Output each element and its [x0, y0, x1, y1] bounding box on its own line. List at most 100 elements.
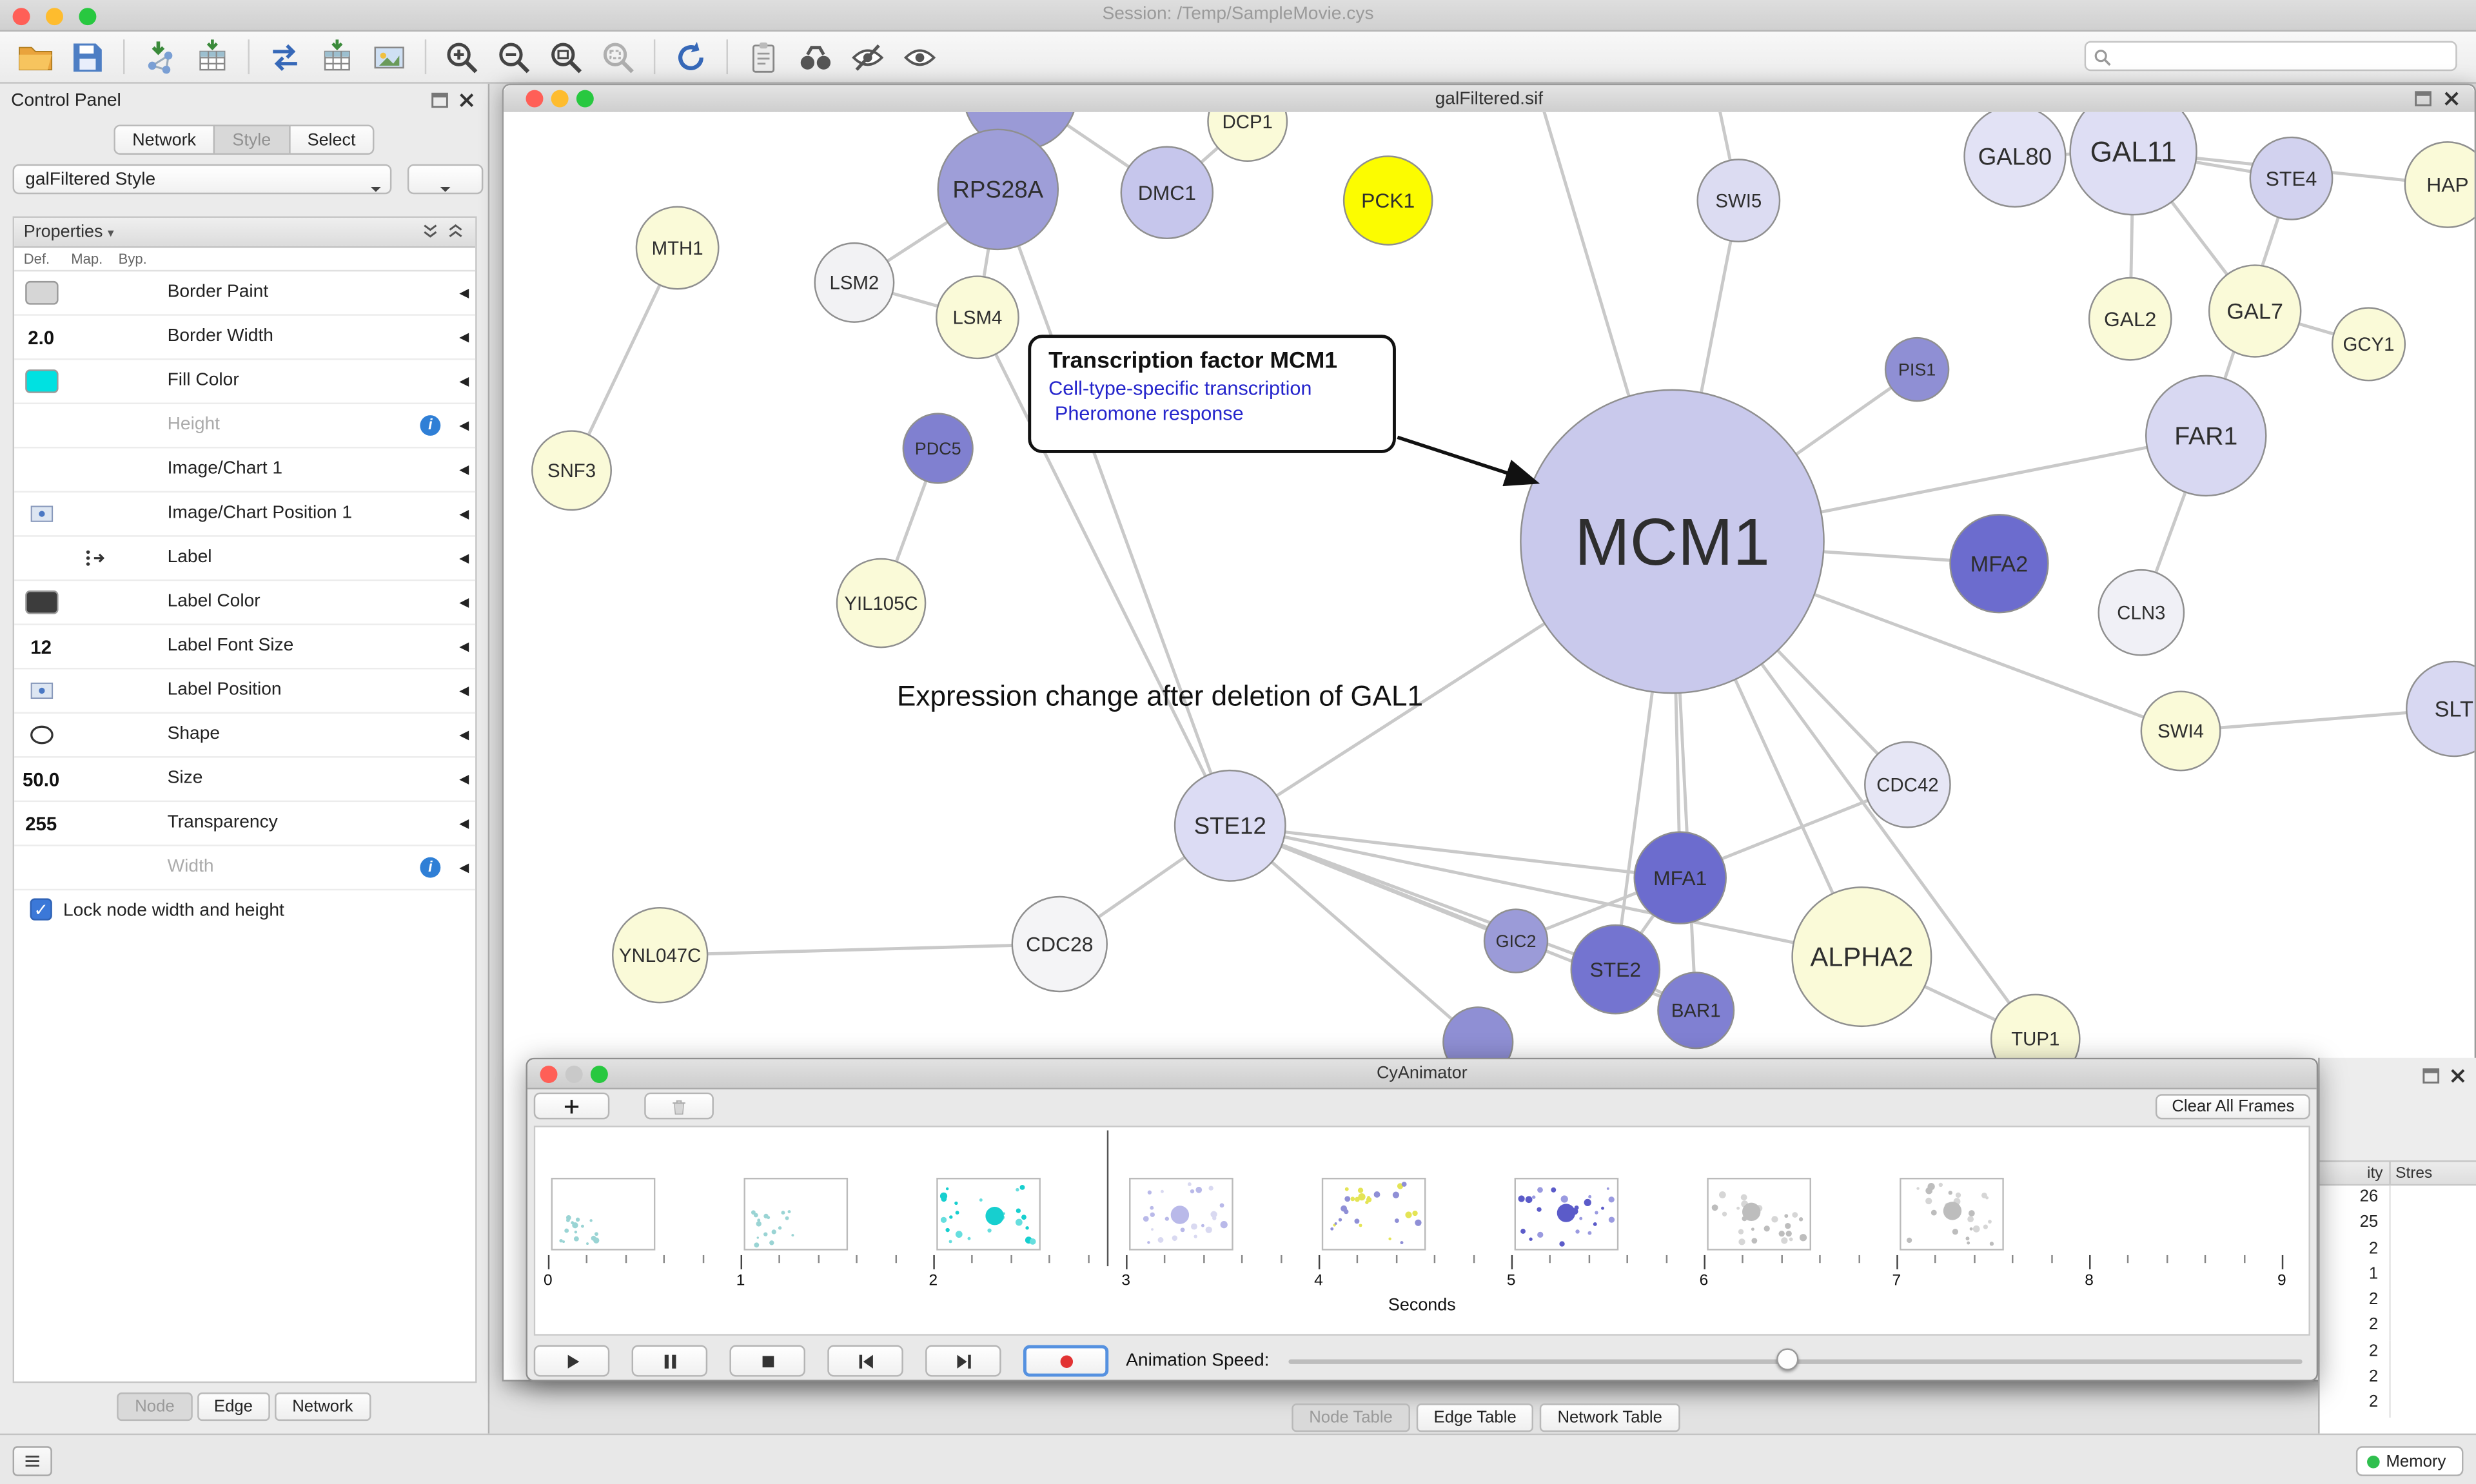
node-LSM2[interactable] — [814, 242, 895, 323]
zoom-fit-icon[interactable] — [548, 39, 584, 75]
tab-network-table[interactable]: Network Table — [1540, 1403, 1680, 1432]
status-menu-button[interactable] — [12, 1446, 52, 1476]
node-MFA2[interactable] — [1949, 514, 2049, 614]
float-window-icon[interactable] — [2413, 88, 2433, 109]
node-DCP1[interactable] — [1207, 112, 1288, 162]
node-YNL047C[interactable] — [611, 906, 709, 1004]
network-window-titlebar[interactable]: galFiltered.sif — [504, 85, 2475, 114]
property-row-label[interactable]: Label◀ — [14, 537, 476, 581]
minimize-window-dot[interactable] — [551, 90, 569, 108]
table-row[interactable]: 2 — [2320, 1288, 2476, 1314]
close-window-dot[interactable] — [540, 1064, 558, 1082]
table-row[interactable]: 26 — [2320, 1186, 2476, 1212]
expand-row-icon[interactable]: ◀ — [459, 639, 469, 654]
border-paint-swatch[interactable] — [24, 280, 58, 305]
table-row[interactable]: 2 — [2320, 1365, 2476, 1392]
position-icon[interactable] — [28, 500, 55, 527]
hide-selected-icon[interactable] — [850, 39, 886, 75]
close-panel-icon[interactable] — [2448, 1066, 2468, 1086]
property-row-shape[interactable]: Shape◀ — [14, 714, 476, 758]
info-icon[interactable]: i — [420, 415, 441, 436]
zoom-window-dot[interactable] — [590, 1064, 608, 1082]
import-network-icon[interactable] — [142, 39, 178, 75]
table-row[interactable]: 2 — [2320, 1314, 2476, 1340]
tab-node-table[interactable]: Node Table — [1292, 1403, 1410, 1432]
node-ALPHA2[interactable] — [1791, 886, 1932, 1028]
node-GIC2[interactable] — [1483, 908, 1549, 973]
expand-all-icon[interactable] — [420, 221, 440, 242]
export-network-icon[interactable] — [267, 39, 303, 75]
table-row[interactable]: 2 — [2320, 1391, 2476, 1418]
collapse-all-icon[interactable] — [446, 221, 466, 242]
property-row-image-chart-position-1[interactable]: Image/Chart Position 1◀ — [14, 493, 476, 537]
zoom-selected-icon[interactable] — [600, 39, 636, 75]
timeline-playhead[interactable] — [1106, 1130, 1109, 1267]
zoom-window-dot[interactable] — [576, 90, 594, 108]
fill-color-swatch[interactable] — [24, 369, 58, 393]
passthrough-icon[interactable] — [81, 545, 108, 572]
refresh-icon[interactable] — [673, 39, 709, 75]
copy-view-icon[interactable] — [745, 39, 781, 75]
node-LSM4[interactable] — [936, 275, 1019, 360]
annotation-link[interactable]: Cell-type-specific transcription — [1048, 377, 1312, 400]
search-input[interactable] — [2117, 44, 2453, 72]
node-GCY1[interactable] — [2331, 307, 2406, 382]
node-YIL105C[interactable] — [836, 558, 927, 649]
node-GAL7[interactable] — [2208, 264, 2302, 358]
frame-thumbnail-4[interactable] — [1321, 1177, 1426, 1251]
node-GAL11[interactable] — [2069, 112, 2197, 216]
speed-slider-thumb[interactable] — [1776, 1348, 1799, 1371]
node-STE2[interactable] — [1570, 924, 1661, 1015]
panel-tab-node[interactable]: Node — [117, 1392, 192, 1421]
import-table-icon[interactable] — [194, 39, 230, 75]
node-SWI5[interactable] — [1696, 159, 1781, 242]
table-row[interactable]: 25 — [2320, 1211, 2476, 1238]
expand-row-icon[interactable]: ◀ — [459, 683, 469, 698]
transparency-value[interactable]: 255 — [25, 812, 57, 835]
stop-button[interactable] — [729, 1345, 805, 1377]
play-button[interactable] — [533, 1345, 610, 1377]
property-row-label-color[interactable]: Label Color◀ — [14, 581, 476, 625]
style-options-button[interactable] — [407, 164, 484, 195]
tab-network[interactable]: Network — [113, 124, 213, 155]
node-GAL2[interactable] — [2088, 277, 2172, 361]
node-MFA1[interactable] — [1633, 831, 1727, 924]
lock-size-checkbox[interactable]: ✓ — [30, 898, 52, 921]
open-session-icon[interactable] — [17, 39, 54, 75]
node-CLN3[interactable] — [2098, 569, 2185, 656]
close-window-dot[interactable] — [526, 90, 544, 108]
border-width-value[interactable]: 2.0 — [28, 326, 55, 349]
expand-row-icon[interactable]: ◀ — [459, 727, 469, 743]
node-CDC42[interactable] — [1864, 741, 1951, 828]
tab-edge-table[interactable]: Edge Table — [1416, 1403, 1534, 1432]
save-session-icon[interactable] — [70, 39, 106, 75]
property-row-image-chart-1[interactable]: Image/Chart 1◀ — [14, 449, 476, 493]
table-row[interactable]: 1 — [2320, 1262, 2476, 1289]
frame-thumbnail-6[interactable] — [1707, 1177, 1812, 1251]
previous-frame-button[interactable] — [827, 1345, 903, 1377]
node-SNF3[interactable] — [531, 430, 612, 511]
size-value[interactable]: 50.0 — [23, 768, 60, 790]
node-DMC1[interactable] — [1120, 146, 1214, 240]
node-PDC5[interactable] — [902, 413, 974, 484]
expand-row-icon[interactable]: ◀ — [459, 286, 469, 300]
frame-thumbnail-7[interactable] — [1900, 1177, 2004, 1251]
table-row[interactable]: 2 — [2320, 1340, 2476, 1366]
node-FAR1[interactable] — [2145, 375, 2267, 497]
node-CDC28[interactable] — [1011, 895, 1108, 993]
zoom-window-dot[interactable] — [79, 7, 97, 24]
node-MTH1[interactable] — [635, 206, 720, 290]
property-row-label-position[interactable]: Label Position◀ — [14, 669, 476, 714]
position-icon[interactable] — [28, 678, 55, 705]
cyanimator-titlebar[interactable]: CyAnimator — [527, 1059, 2317, 1089]
expand-row-icon[interactable]: ◀ — [459, 374, 469, 389]
expand-row-icon[interactable]: ◀ — [459, 772, 469, 786]
panel-tab-edge[interactable]: Edge — [196, 1392, 270, 1421]
global-search[interactable] — [2084, 41, 2457, 72]
